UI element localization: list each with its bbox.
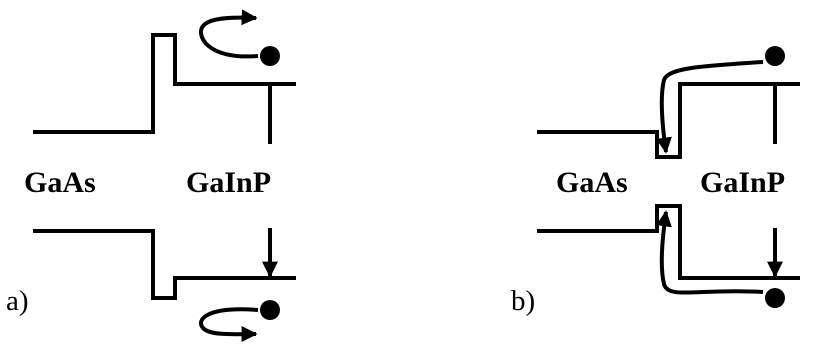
- panel-a-hole-reflect-arrow: [199, 307, 259, 343]
- panel-b-label: b): [511, 285, 535, 317]
- panel-a-right-material-label: GaInP: [186, 166, 271, 199]
- panel-a-electron-reflect-arrow: [199, 9, 259, 59]
- panel-b-hole-dot: [765, 288, 785, 308]
- panel-b-conduction-band: [537, 82, 800, 159]
- panel-a-hole-dot: [260, 300, 280, 320]
- panel-a-electron-dot: [260, 46, 280, 66]
- panel-a-left-material-label: GaAs: [24, 166, 96, 199]
- panel-b-hole-transfer-arrow: [656, 210, 764, 295]
- panel-b-valence-band: [537, 204, 800, 280]
- panel-b-left-material-label: GaAs: [556, 166, 628, 199]
- panel-a-label: a): [6, 285, 29, 317]
- panel-a-conduction-band: [33, 33, 296, 134]
- panel-b-electron-dot: [765, 46, 785, 66]
- panel-a: GaAs GaInP a): [6, 9, 296, 343]
- panel-b-electron-transfer-arrow: [656, 60, 764, 154]
- panel-b-right-material-label: GaInP: [700, 166, 785, 199]
- panel-b: GaAs GaInP b): [511, 46, 800, 317]
- panel-a-valence-band: [33, 229, 296, 300]
